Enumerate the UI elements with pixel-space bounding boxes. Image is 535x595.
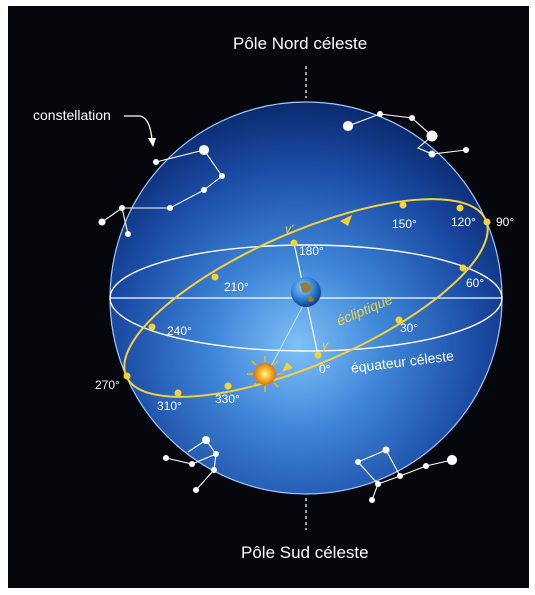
ecliptic-point [483,218,491,226]
star-dot-icon [198,144,210,156]
constellation-pointer [124,115,153,141]
earth-globe-icon [291,277,321,307]
star-dot-icon [446,454,458,466]
star-dot-icon [201,435,211,445]
degree-label-310: 310° [157,399,182,413]
ecliptic-point [290,239,298,247]
degree-label-0: 0° [319,362,331,376]
ecliptic-points [123,201,491,397]
sun-icon [247,356,283,392]
degree-label-60: 60° [466,276,485,290]
gamma-label: γ [322,338,328,352]
star-dot-icon [342,120,354,132]
star-dot-icon [368,496,376,504]
star-dot-icon [376,110,384,118]
diagram-frame: Pôle Nord céleste Pôle Sud céleste const… [8,6,529,588]
star-dot-icon [192,486,200,494]
ecliptic-arrow-bottom [282,362,293,372]
north-pole-label: Pôle Nord céleste [233,34,368,53]
star-dot-icon [382,446,390,454]
ecliptic-arrow-top [340,215,352,226]
earth-sun-line [267,299,307,373]
degree-label-90: 90° [496,215,515,229]
star-dot-icon [212,450,220,458]
constellation-bottom-right [354,446,458,504]
ecliptic-point [224,382,232,390]
star-dot-icon [162,454,170,462]
degree-label-240: 240° [167,324,192,338]
star-dot-icon [188,460,196,468]
gamma-prime-label: γ' [285,222,294,236]
constellation-bottom-left [162,435,220,494]
star-dot-icon [218,172,226,180]
ecliptic-point [399,201,407,209]
ecliptic-point [211,273,219,281]
constellation-top-left [98,144,226,238]
star-dot-icon [200,186,208,194]
star-dot-icon [426,130,438,142]
star-dot-icon [124,230,132,238]
degree-label-120: 120° [451,215,476,229]
ecliptic-point [314,351,322,359]
star-dot-icon [408,114,416,122]
ecliptic-point [395,316,403,324]
ecliptic-point [148,323,156,331]
degree-label-210: 210° [224,280,249,294]
ecliptic-point [123,372,131,380]
star-dot-icon [210,466,218,474]
star-dot-icon [374,480,382,488]
degree-label-270: 270° [95,378,120,392]
ecliptic-point [459,264,467,272]
ecliptic-point [456,204,464,212]
star-dot-icon [166,204,174,212]
constellation-label: constellation [33,107,111,123]
star-dot-icon [118,204,126,212]
degree-label-30: 30° [400,321,419,335]
ecliptic-point [174,389,182,397]
star-dot-icon [354,458,362,466]
star-dot-icon [422,462,430,470]
star-dot-icon [462,146,470,154]
degree-label-150: 150° [392,217,417,231]
south-pole-label: Pôle Sud céleste [241,543,369,562]
degree-label-330: 330° [215,392,240,406]
star-dot-icon [152,158,160,166]
celestial-sphere-diagram [98,66,503,530]
star-dot-icon [428,150,436,158]
constellation-top-right [342,110,470,158]
constellation-pointer-head [148,138,156,147]
degree-label-180: 180° [299,244,324,258]
star-dot-icon [98,218,106,226]
star-dot-icon [396,472,404,480]
